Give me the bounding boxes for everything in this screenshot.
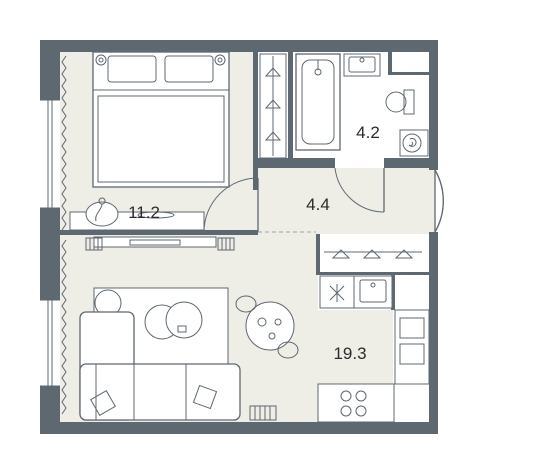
hanger-icon: [362, 249, 382, 259]
sofa: [79, 311, 241, 421]
wall-closet-bottom: [316, 272, 429, 275]
hallway-floor: [253, 168, 435, 234]
wall-bath-bottom-left: [253, 158, 335, 168]
outer-wall-right-upper: [429, 40, 438, 170]
outer-wall-left-mid: [40, 208, 60, 300]
closet-hangers: [324, 249, 422, 259]
stove-burner-icon: [340, 405, 352, 417]
stove-burner-icon: [340, 390, 352, 402]
wardrobe-area: [253, 52, 290, 160]
outer-wall-left-upper: [40, 40, 60, 100]
dining-set: [235, 295, 299, 359]
walls: [40, 40, 438, 434]
lamp-icon: [95, 54, 107, 66]
windows: [40, 99, 60, 387]
bathroom-floor: [290, 52, 429, 160]
wall-bath-bottom-right: [384, 158, 435, 168]
desk: [69, 197, 205, 231]
kitchen-counter: [317, 275, 430, 423]
curtains: [61, 55, 67, 415]
wall-bed-living: [60, 230, 258, 235]
tv-stand: [93, 236, 217, 248]
outer-wall-left-lower: [40, 386, 60, 434]
snowflake-icon: [329, 284, 345, 302]
window-bedroom: [40, 100, 60, 208]
washing-machine: [399, 129, 429, 157]
hanger-icon: [264, 131, 282, 141]
hanger-icon: [264, 67, 282, 77]
wall-closet-left: [316, 234, 320, 274]
nightstands: [95, 54, 226, 66]
hanger-icon: [264, 99, 282, 109]
closet-area: [318, 234, 429, 274]
bed: [92, 51, 230, 188]
wall-shaft-bottom: [388, 72, 429, 75]
wall-bedroom-door-jamb: [253, 160, 258, 190]
toilet: [385, 89, 415, 115]
bedroom-area-label: 11.2: [128, 203, 160, 222]
wall-bedroom-right: [253, 52, 258, 160]
lamp-icon: [214, 54, 226, 66]
doors: [203, 167, 444, 234]
sink: [343, 53, 381, 77]
chair-icon: [235, 295, 257, 313]
hanger-icon: [394, 249, 414, 259]
wall-kitchen-right: [391, 272, 395, 310]
window-living: [40, 300, 60, 386]
stove-burner-icon: [355, 390, 367, 402]
radiators: [85, 237, 277, 421]
kitchen-floor: [318, 310, 393, 384]
outer-wall-right-lower: [429, 232, 438, 434]
outer-wall-bottom: [40, 422, 438, 434]
living-area-label: 19.3: [333, 344, 366, 363]
wall-wardrobe-bath: [288, 52, 293, 160]
bathtub: [295, 53, 341, 151]
coffee-tables: [94, 289, 203, 340]
outer-wall-top: [40, 40, 438, 52]
bathroom-area-label: 4.2: [356, 123, 380, 142]
room-labels: 11.2 4.4 4.2 19.3: [128, 123, 380, 363]
bathroom-door: [334, 167, 385, 213]
chair-icon: [277, 341, 299, 359]
hallway-area-label: 4.4: [306, 195, 330, 214]
wall-shaft: [388, 52, 392, 74]
bedroom-door: [203, 177, 259, 233]
wardrobe: [259, 53, 287, 159]
stove-burner-icon: [355, 405, 367, 417]
hanger-icon: [331, 249, 351, 259]
chair-icon: [85, 201, 119, 227]
